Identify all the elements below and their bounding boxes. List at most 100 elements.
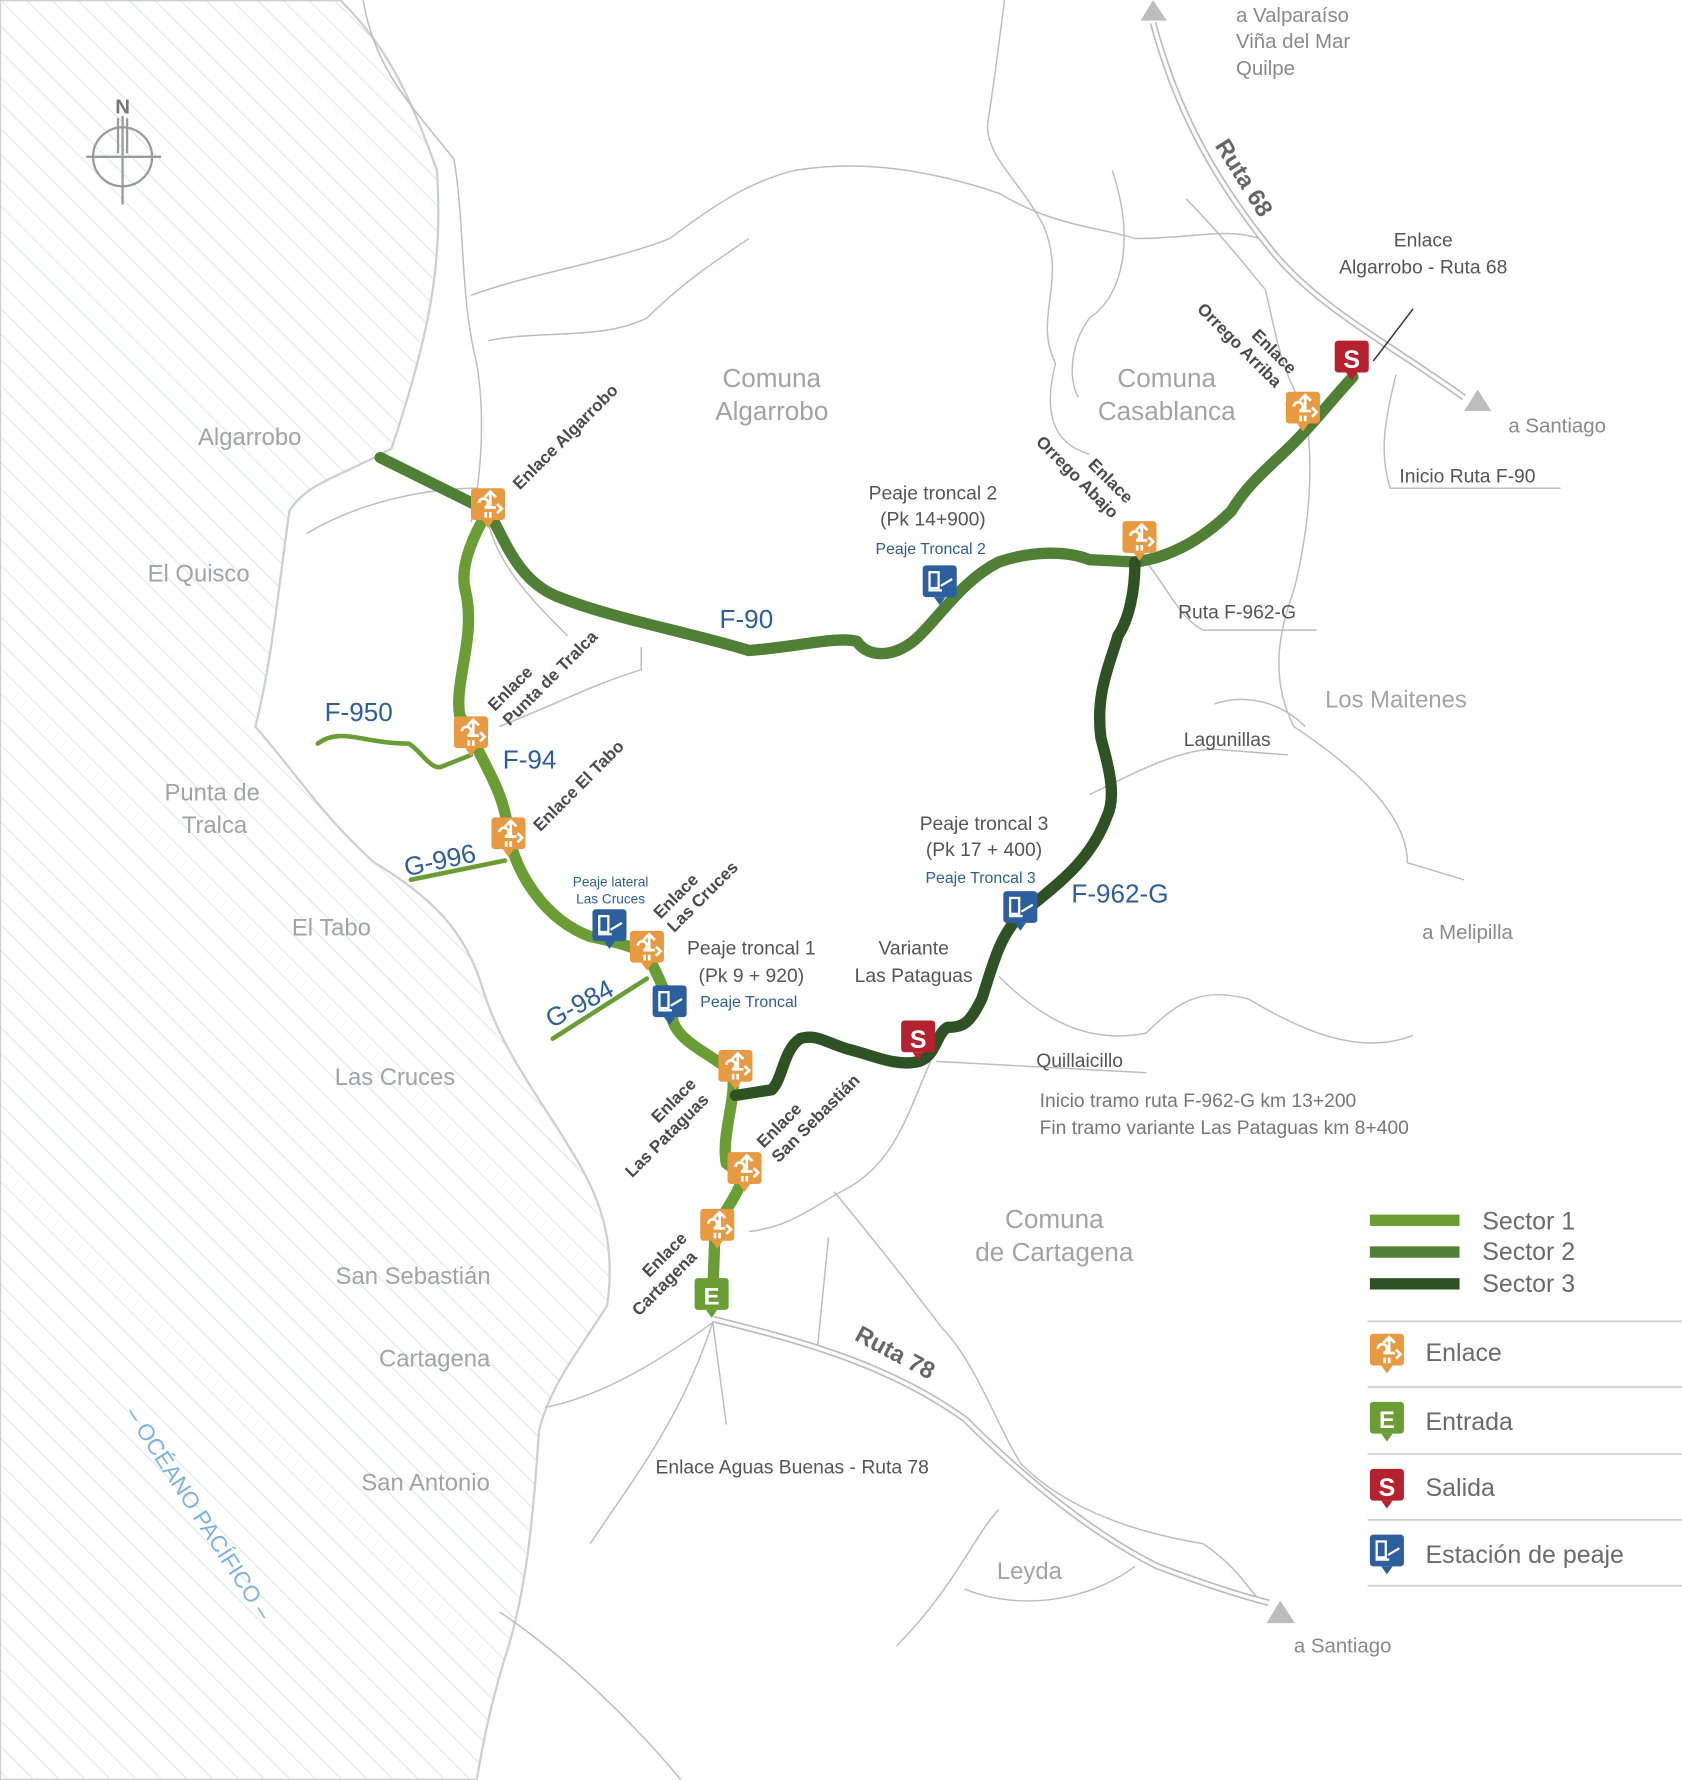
svg-text:Salida: Salida <box>1426 1474 1495 1502</box>
svg-text:Peaje troncal 1: Peaje troncal 1 <box>687 939 816 960</box>
legend: Sector 1 Sector 2 Sector 3 E S Enlace En… <box>1367 1207 1682 1587</box>
svg-text:Enlace: Enlace <box>1394 230 1453 251</box>
svg-text:Algarrobo - Ruta 68: Algarrobo - Ruta 68 <box>1339 258 1507 279</box>
svg-text:Quillaicillo: Quillaicillo <box>1036 1051 1123 1072</box>
svg-text:Sector 1: Sector 1 <box>1482 1207 1575 1235</box>
svg-text:Peaje Troncal 2: Peaje Troncal 2 <box>876 541 986 558</box>
road-f950 <box>315 733 474 770</box>
enlace-las-pataguas-icon[interactable] <box>717 1048 754 1092</box>
svg-text:Estación de peaje: Estación de peaje <box>1426 1541 1624 1569</box>
place-cartagena: Cartagena <box>379 1346 491 1373</box>
svg-text:Inicio tramo ruta F-962-G km 1: Inicio tramo ruta F-962-G km 13+200 <box>1040 1091 1357 1112</box>
svg-text:Lagunillas: Lagunillas <box>1184 730 1271 751</box>
comuna-cartagena: Comuna <box>1005 1204 1104 1234</box>
comuna-cartagena: de Cartagena <box>975 1237 1134 1267</box>
svg-text:Enlace: Enlace <box>1426 1339 1502 1367</box>
legend-entrada-icon: E <box>1369 1401 1404 1442</box>
ruta-68 <box>1140 0 1492 412</box>
svg-text:a Melipilla: a Melipilla <box>1422 922 1513 944</box>
legend-swatch-sector-2 <box>1369 1246 1460 1258</box>
svg-text:Las Cruces: Las Cruces <box>576 892 645 907</box>
place-los-maitenes: Los Maitenes <box>1325 686 1467 713</box>
svg-text:Peaje troncal 2: Peaje troncal 2 <box>869 484 998 505</box>
svg-text:S: S <box>1379 1474 1396 1502</box>
svg-text:a Santiago: a Santiago <box>1294 1636 1392 1658</box>
svg-text:Peaje lateral: Peaje lateral <box>573 875 649 890</box>
svg-text:E: E <box>1379 1407 1395 1434</box>
route-sector-3 <box>729 556 1141 1102</box>
place-san-sebastian: San Sebastián <box>336 1263 491 1290</box>
comuna-algarrobo: Comuna <box>722 363 821 393</box>
svg-text:Ruta F-962-G: Ruta F-962-G <box>1178 603 1296 624</box>
enlace-cartagena-icon[interactable] <box>698 1207 736 1251</box>
ruta-78 <box>711 1315 1295 1624</box>
place-leyda: Leyda <box>997 1558 1063 1585</box>
road-label-g984: G-984 <box>540 973 618 1034</box>
minor-roads <box>306 0 1561 1780</box>
svg-text:S[interactable]: S <box>1343 346 1360 374</box>
place-punta-tralca: Tralca <box>182 812 248 839</box>
legend-swatch-sector-1 <box>1369 1214 1460 1226</box>
svg-text:Enlace Algarrobo: Enlace Algarrobo <box>509 381 622 494</box>
place-san-antonio: San Antonio <box>361 1469 490 1496</box>
place-algarrobo: Algarrobo <box>198 424 301 451</box>
place-el-tabo: El Tabo <box>292 914 371 941</box>
toll-troncal-1-icon[interactable] <box>651 984 688 1027</box>
svg-text:Quilpe: Quilpe <box>1236 58 1295 80</box>
place-las-cruces: Las Cruces <box>335 1064 456 1091</box>
route-sector-2 <box>374 371 1359 660</box>
svg-text:Inicio Ruta F-90: Inicio Ruta F-90 <box>1399 467 1535 488</box>
svg-text:Sector 3: Sector 3 <box>1482 1270 1575 1298</box>
place-el-quisco: El Quisco <box>148 560 250 587</box>
svg-text:Las Pataguas: Las Pataguas <box>855 966 973 987</box>
road-label-f94: F-94 <box>503 745 557 775</box>
svg-text:Fin tramo variante Las Patagua: Fin tramo variante Las Pataguas km 8+400 <box>1040 1118 1409 1139</box>
entrada-icon[interactable]: E <box>694 1278 729 1318</box>
interchange-labels: Enlace Algarrobo Enlace Punta de Tralca … <box>484 299 1300 1319</box>
comuna-casablanca: Casablanca <box>1098 396 1236 426</box>
enlace-san-sebastian-icon[interactable] <box>726 1150 763 1194</box>
svg-text:Variante: Variante <box>878 939 948 960</box>
destination-labels: a Valparaíso Viña del Mar Quilpe a Santi… <box>1236 5 1606 1658</box>
svg-text:a Santiago: a Santiago <box>1508 416 1606 438</box>
svg-text:(Pk 17 + 400): (Pk 17 + 400) <box>926 840 1042 861</box>
annotations: Enlace Algarrobo - Ruta 68 Inicio Ruta F… <box>656 230 1536 1478</box>
svg-text:Peaje Troncal: Peaje Troncal <box>700 994 797 1011</box>
svg-text:Peaje Troncal 3: Peaje Troncal 3 <box>925 870 1035 887</box>
svg-text:S[interactable]: S <box>910 1026 927 1054</box>
legend-swatch-sector-3 <box>1369 1278 1460 1290</box>
svg-text:(Pk 9 + 920): (Pk 9 + 920) <box>699 966 805 987</box>
road-label-f962g: F-962-G <box>1071 878 1168 908</box>
svg-text:Peaje troncal 3: Peaje troncal 3 <box>920 814 1049 835</box>
svg-text:Enlace Aguas Buenas - Ruta 78: Enlace Aguas Buenas - Ruta 78 <box>656 1457 929 1478</box>
legend-toll-station-icon <box>1368 1533 1406 1576</box>
legend-enlace-icon <box>1368 1332 1406 1375</box>
svg-text:Entrada: Entrada <box>1426 1408 1514 1436</box>
svg-text:Viña del Mar: Viña del Mar <box>1236 31 1350 53</box>
place-labels: Algarrobo El Quisco Punta de Tralca El T… <box>148 363 1467 1585</box>
arrow-santiago-south-icon <box>1266 1600 1295 1624</box>
svg-text:(Pk 14+900): (Pk 14+900) <box>880 510 986 531</box>
legend-salida-icon: S <box>1369 1468 1404 1509</box>
enlace-el-tabo-icon[interactable] <box>490 816 527 859</box>
comuna-casablanca: Comuna <box>1117 363 1216 393</box>
ocean-area <box>0 0 611 1780</box>
enlace-las-cruces-icon[interactable] <box>628 929 666 972</box>
svg-text:Sector 2: Sector 2 <box>1482 1238 1575 1266</box>
svg-text:N: N <box>115 97 130 119</box>
road-g984 <box>550 976 650 1041</box>
svg-text:E[interactable]: E <box>704 1283 720 1310</box>
salida-icon[interactable]: S <box>1334 340 1369 381</box>
compass-icon: N <box>86 97 162 205</box>
salida-icon[interactable]: S <box>901 1020 936 1061</box>
comuna-algarrobo: Algarrobo <box>715 396 828 426</box>
arrow-north-icon <box>1140 0 1167 21</box>
svg-text:a Valparaíso: a Valparaíso <box>1236 5 1349 27</box>
toll-labels: Peaje troncal 2 (Pk 14+900) Peaje Tronca… <box>573 484 1049 1011</box>
markers: S S E <box>452 340 1369 1318</box>
arrow-santiago-icon <box>1464 389 1492 412</box>
place-punta-tralca: Punta de <box>165 779 260 806</box>
road-g996 <box>408 858 508 883</box>
road-label-f90: F-90 <box>720 604 774 634</box>
